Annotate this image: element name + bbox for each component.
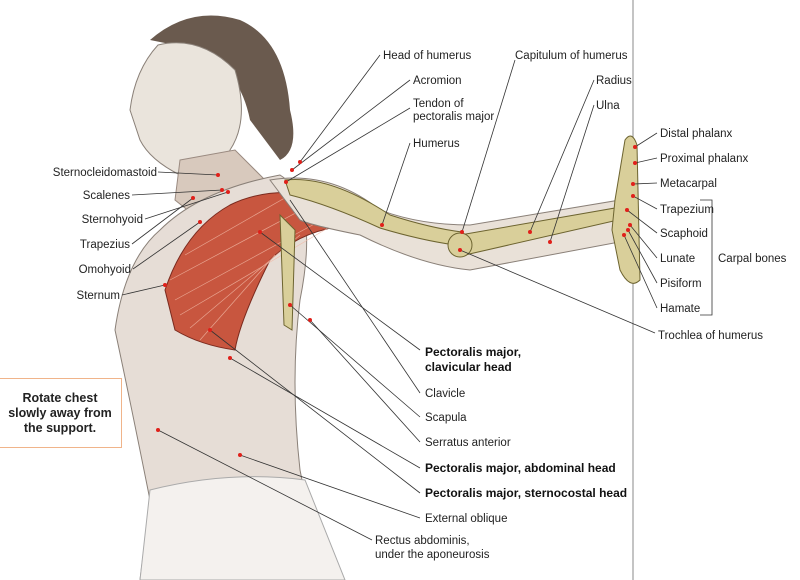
- head: [129, 42, 242, 181]
- label-pisiform: Pisiform: [660, 278, 702, 290]
- label-trapezius: Trapezius: [80, 239, 130, 251]
- markers: [156, 145, 637, 457]
- label-acromion: Acromion: [413, 75, 462, 87]
- label-capitulum: Capitulum of humerus: [515, 50, 628, 62]
- label-distal-phalanx: Distal phalanx: [660, 128, 732, 140]
- label-rectus-line1: Rectus abdominis,: [375, 535, 470, 547]
- label-lunate: Lunate: [660, 253, 695, 265]
- label-clavicle: Clavicle: [425, 388, 465, 400]
- label-humerus: Humerus: [413, 138, 460, 150]
- label-ulna: Ulna: [596, 100, 620, 112]
- muscle-fibers: [169, 194, 346, 341]
- label-head-of-humerus: Head of humerus: [383, 50, 471, 62]
- label-pec-abdominal: Pectoralis major, abdominal head: [425, 461, 616, 475]
- label-scapula: Scapula: [425, 412, 467, 424]
- leader-lines: [121, 54, 713, 541]
- label-hamate: Hamate: [660, 303, 700, 315]
- label-tendon-line1: Tendon of: [413, 98, 464, 110]
- label-sternum: Sternum: [77, 290, 120, 302]
- label-pec-clavicular-line1: Pectoralis major,: [425, 345, 521, 359]
- instruction-callout: Rotate chest slowly away from the suppor…: [0, 378, 122, 448]
- label-sternocleidomastoid: Sternocleidomastoid: [53, 167, 157, 179]
- label-tendon-line2: pectoralis major: [413, 111, 494, 123]
- label-external-oblique: External oblique: [425, 513, 507, 525]
- label-omohyoid: Omohyoid: [79, 264, 131, 276]
- label-proximal-phalanx: Proximal phalanx: [660, 153, 748, 165]
- label-pec-sternocostal: Pectoralis major, sternocostal head: [425, 486, 627, 500]
- label-trapezium: Trapezium: [660, 204, 714, 216]
- callout-line2: slowly away from: [8, 405, 112, 420]
- label-trochlea: Trochlea of humerus: [658, 330, 763, 342]
- label-metacarpal: Metacarpal: [660, 178, 717, 190]
- label-scaphoid: Scaphoid: [660, 228, 708, 240]
- pants: [139, 476, 346, 580]
- pectoralis-major: [164, 192, 356, 351]
- scapula-bone: [279, 213, 296, 331]
- label-scalenes: Scalenes: [83, 190, 131, 202]
- elbow-joint: [447, 232, 473, 258]
- label-sternohyoid: Sternohyoid: [82, 214, 143, 226]
- label-carpal-bones: Carpal bones: [718, 253, 787, 265]
- label-rectus-line2: under the aponeurosis: [375, 549, 490, 561]
- callout-line1: Rotate chest: [22, 390, 98, 405]
- label-radius: Radius: [596, 75, 632, 87]
- label-pec-clavicular-line2: clavicular head: [425, 360, 512, 374]
- callout-line3: the support.: [23, 420, 97, 435]
- hair: [150, 15, 294, 160]
- label-serratus: Serratus anterior: [425, 437, 511, 449]
